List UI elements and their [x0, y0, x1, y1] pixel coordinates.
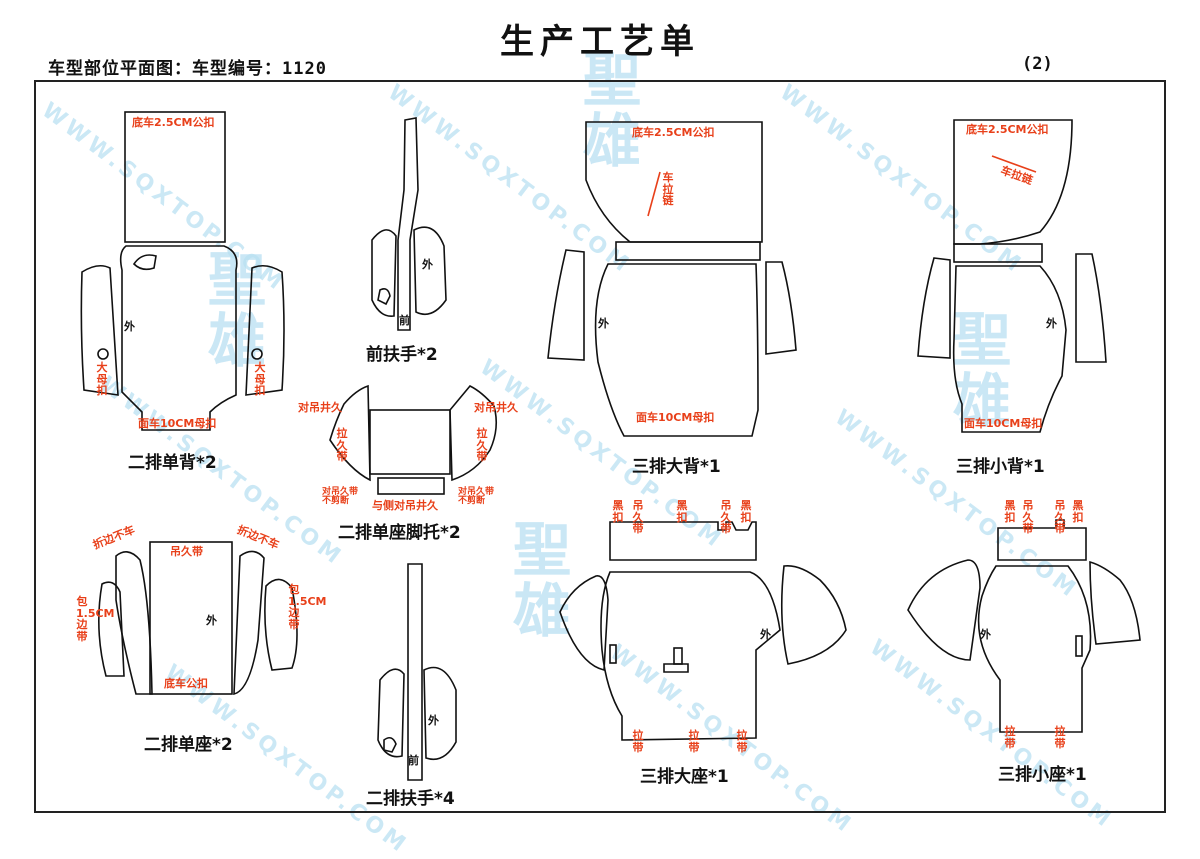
- front-armrest-shape: [371, 117, 447, 331]
- footrest-right-bottom-note: 对吊久带 不剪断: [458, 487, 495, 507]
- third-row-small-seat-band-4: 黑扣: [1072, 499, 1084, 524]
- third-row-small-seat-label: 三排小座*1: [998, 765, 1087, 785]
- third-row-large-seat-band-3: 黑扣: [676, 499, 688, 524]
- second-row-armrest-outer-mark: 外: [428, 714, 439, 727]
- second-row-armrest-shape: [377, 563, 457, 781]
- second-row-back-left-note: 大母扣: [96, 361, 108, 398]
- footrest-label: 二排单座脚托*2: [338, 523, 461, 543]
- third-row-small-seat-zip-2: 拉带: [1054, 725, 1066, 750]
- third-row-large-seat-band-4: 吊久带: [720, 499, 732, 536]
- second-row-back-top-note: 底车2.5CM公扣: [132, 116, 215, 129]
- third-row-small-back-top-note: 底车2.5CM公扣: [966, 123, 1049, 136]
- second-row-seat-top-note: 吊久带: [170, 545, 203, 558]
- third-row-large-back-label: 三排大背*1: [632, 457, 721, 477]
- front-armrest-label: 前扶手*2: [366, 345, 438, 365]
- drawing-frame: [34, 80, 1166, 813]
- second-row-seat-outer-mark: 外: [206, 614, 217, 627]
- footrest-right-side-note: 拉久带: [476, 427, 488, 464]
- third-row-large-seat-outer-mark: 外: [760, 628, 771, 641]
- page-title: 生产工艺单: [500, 22, 700, 62]
- page-number: (2): [1022, 54, 1053, 74]
- footrest-shape: [329, 384, 498, 495]
- third-row-small-seat-band-3: 吊久带: [1054, 499, 1066, 536]
- second-row-armrest-front-mark: 前: [408, 754, 419, 767]
- third-row-large-back-outer-mark: 外: [598, 317, 609, 330]
- second-row-seat-left-side-note: 包1.5CM边带: [76, 595, 115, 643]
- third-row-large-seat-zip-1: 拉带: [632, 729, 644, 754]
- third-row-small-seat-band-2: 吊久带: [1022, 499, 1034, 536]
- third-row-large-seat-band-1: 黑扣: [612, 499, 624, 524]
- second-row-back-shape: [80, 111, 285, 431]
- third-row-small-back-outer-mark: 外: [1046, 317, 1057, 330]
- third-row-large-back-bottom-note: 面车10CM母扣: [636, 411, 715, 424]
- second-row-seat-label: 二排单座*2: [144, 735, 233, 755]
- third-row-large-back-zipper-note: 车拉链: [662, 171, 674, 208]
- third-row-large-seat-band-2: 吊久带: [632, 499, 644, 536]
- second-row-seat-shape: [98, 541, 298, 696]
- second-row-back-label: 二排单背*2: [128, 453, 217, 473]
- second-row-seat-right-side-note: 包1.5CM边带: [288, 583, 327, 631]
- third-row-small-back-shape: [917, 119, 1107, 433]
- footrest-left-bottom-note: 对吊久带 不剪断: [322, 487, 359, 507]
- third-row-small-seat-zip-1: 拉带: [1004, 725, 1016, 750]
- watermark-logo: 聖雄: [207, 246, 266, 375]
- third-row-small-back-bottom-note: 面车10CM母扣: [964, 417, 1043, 430]
- second-row-back-outer-mark: 外: [124, 320, 135, 333]
- front-armrest-outer-mark: 外: [422, 258, 433, 271]
- footrest-left-side-note: 拉久带: [336, 427, 348, 464]
- third-row-large-back-shape: [547, 121, 797, 437]
- third-row-large-seat-zip-2: 拉带: [688, 729, 700, 754]
- third-row-large-seat-label: 三排大座*1: [640, 767, 729, 787]
- second-row-back-bottom-note: 面车10CM母扣: [138, 417, 217, 430]
- third-row-large-seat-zip-3: 拉带: [736, 729, 748, 754]
- second-row-back-right-note: 大母扣: [254, 361, 266, 398]
- third-row-large-back-top-note: 底车2.5CM公扣: [632, 126, 715, 139]
- model-subtitle: 车型部位平面图：车型编号：1120: [48, 59, 327, 79]
- footrest-bottom-note: 与侧对吊井久: [372, 499, 438, 512]
- third-row-small-back-label: 三排小背*1: [956, 457, 1045, 477]
- third-row-large-seat-band-5: 黑扣: [740, 499, 752, 524]
- third-row-small-seat-shape: [907, 519, 1141, 733]
- front-armrest-front-mark: 前: [399, 314, 410, 327]
- footrest-left-top-note: 对吊井久: [298, 401, 342, 414]
- second-row-armrest-label: 二排扶手*4: [366, 789, 455, 809]
- footrest-right-top-note: 对吊井久: [474, 401, 518, 414]
- third-row-large-seat-shape: [559, 521, 847, 741]
- third-row-small-seat-outer-mark: 外: [980, 628, 991, 641]
- third-row-small-seat-band-1: 黑扣: [1004, 499, 1016, 524]
- second-row-seat-bottom-note: 底车公扣: [164, 677, 208, 690]
